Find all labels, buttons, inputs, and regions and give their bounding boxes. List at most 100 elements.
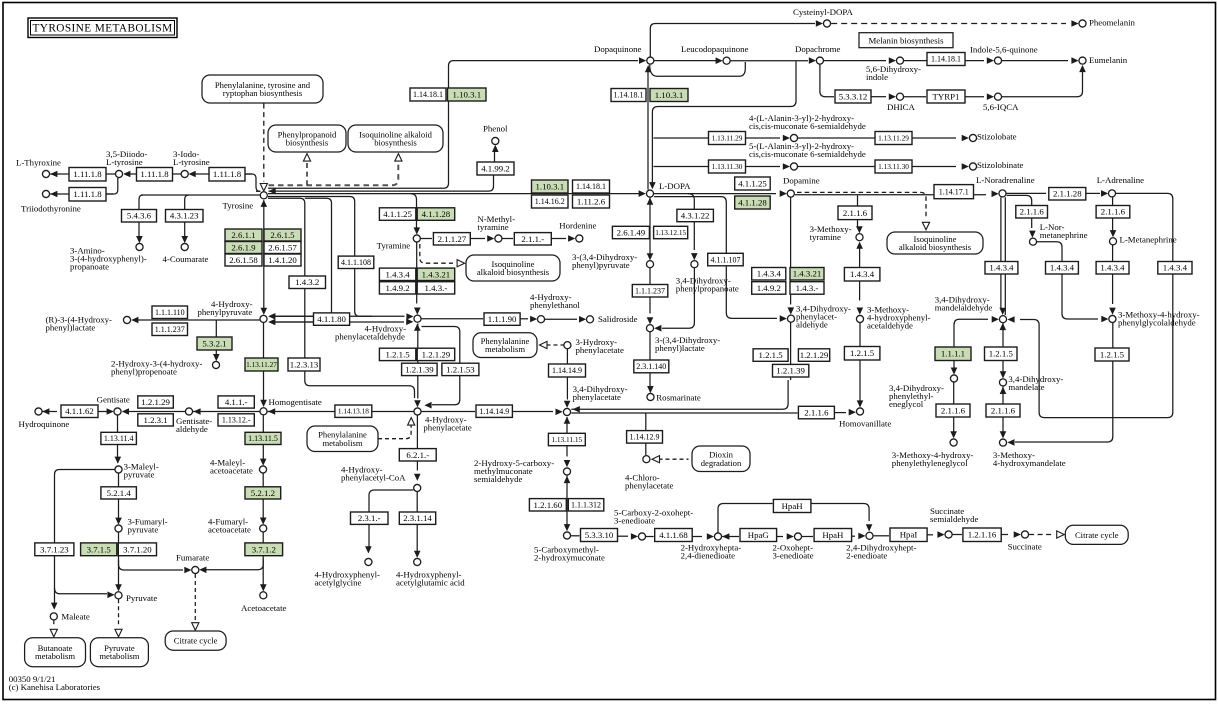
- svg-text:(c) Kanehisa Laboratories: (c) Kanehisa Laboratories: [9, 682, 101, 692]
- svg-text:5.3.3.10: 5.3.3.10: [585, 530, 614, 540]
- svg-text:(R)-3-(4-Hydroxy-: (R)-3-(4-Hydroxy-: [46, 315, 113, 325]
- svg-text:3,4-Dihydroxy-: 3,4-Dihydroxy-: [1008, 374, 1063, 384]
- svg-text:4-hydroxymandelate: 4-hydroxymandelate: [993, 458, 1066, 468]
- svg-text:2.3.1.-: 2.3.1.-: [358, 513, 381, 523]
- svg-text:methylmuconate: methylmuconate: [474, 466, 533, 476]
- svg-text:2-Hydroxyhepta-: 2-Hydroxyhepta-: [681, 543, 742, 553]
- svg-text:3-Fumaryl-: 3-Fumaryl-: [128, 517, 168, 527]
- svg-text:1.14.18.1: 1.14.18.1: [614, 91, 644, 100]
- svg-text:4-Hydroxy-: 4-Hydroxy-: [425, 415, 467, 425]
- svg-text:1.13.12.-: 1.13.12.-: [222, 416, 251, 425]
- svg-text:Pyruvate: Pyruvate: [126, 593, 157, 603]
- svg-text:1.2.1.60: 1.2.1.60: [534, 500, 563, 510]
- svg-text:1.2.3.13: 1.2.3.13: [290, 360, 319, 370]
- svg-text:4.1.1.80: 4.1.1.80: [317, 314, 346, 324]
- svg-text:2.1.1.-: 2.1.1.-: [521, 234, 544, 244]
- svg-text:phenylpropanoate: phenylpropanoate: [676, 283, 739, 293]
- svg-text:1.13.11.4: 1.13.11.4: [104, 434, 134, 443]
- svg-text:1.2.1.39: 1.2.1.39: [405, 364, 434, 374]
- svg-text:Succinate: Succinate: [930, 506, 964, 516]
- svg-text:Cysteinyl-DOPA: Cysteinyl-DOPA: [793, 7, 853, 17]
- svg-text:Phenol: Phenol: [483, 124, 508, 134]
- svg-text:3-enedioate: 3-enedioate: [773, 551, 814, 561]
- svg-text:1.11.2.6: 1.11.2.6: [577, 197, 606, 207]
- svg-text:5-Carboxy-2-oxohept-: 5-Carboxy-2-oxohept-: [614, 508, 693, 518]
- svg-text:phenyl)propenoate: phenyl)propenoate: [111, 366, 177, 376]
- svg-text:mandelaldehyde: mandelaldehyde: [935, 303, 993, 313]
- svg-text:HpaG: HpaG: [748, 530, 770, 540]
- svg-text:Stizolobate: Stizolobate: [977, 132, 1017, 142]
- svg-text:L-Nor-: L-Nor-: [1040, 222, 1065, 232]
- svg-text:2.1.1.6: 2.1.1.6: [804, 408, 829, 418]
- svg-text:Phenylpropanoid: Phenylpropanoid: [278, 129, 337, 139]
- svg-text:4.1.1.62: 4.1.1.62: [65, 406, 94, 416]
- svg-text:Eumelanin: Eumelanin: [1089, 55, 1128, 65]
- svg-text:ryptophan biosynthesis: ryptophan biosynthesis: [223, 88, 303, 98]
- svg-text:Rosmarinate: Rosmarinate: [656, 393, 701, 403]
- svg-text:1.2.1.5: 1.2.1.5: [989, 349, 1014, 359]
- svg-text:1.13.11.29: 1.13.11.29: [878, 134, 909, 143]
- svg-text:Homovanillate: Homovanillate: [839, 418, 891, 428]
- svg-text:2-hydroxymuconate: 2-hydroxymuconate: [534, 553, 605, 563]
- svg-text:3-Hydroxy-: 3-Hydroxy-: [576, 337, 618, 347]
- svg-text:phenylpyruvate: phenylpyruvate: [198, 307, 253, 317]
- svg-text:4.3.1.22: 4.3.1.22: [681, 211, 710, 221]
- svg-text:4-Hydroxy-: 4-Hydroxy-: [341, 464, 383, 474]
- svg-text:5.2.1.2: 5.2.1.2: [251, 488, 275, 498]
- svg-text:Pheomelanin: Pheomelanin: [1089, 17, 1136, 27]
- svg-text:Triiodothyronine: Triiodothyronine: [21, 204, 81, 214]
- svg-text:3,4-Dihydroxy-: 3,4-Dihydroxy-: [573, 384, 628, 394]
- svg-text:4-hydroxyphenyl-: 4-hydroxyphenyl-: [867, 312, 931, 322]
- svg-text:Dopachrome: Dopachrome: [795, 44, 841, 54]
- svg-text:metanephrine: metanephrine: [1040, 230, 1088, 240]
- svg-text:2.3.1.140: 2.3.1.140: [636, 362, 666, 371]
- svg-text:2,4-dienedioate: 2,4-dienedioate: [681, 551, 736, 561]
- svg-text:2.6.1.49: 2.6.1.49: [617, 228, 646, 238]
- svg-text:Indole-5,6-quinone: Indole-5,6-quinone: [970, 44, 1038, 54]
- svg-text:1.10.3.1: 1.10.3.1: [453, 90, 482, 100]
- svg-text:2-enedioate: 2-enedioate: [846, 551, 887, 561]
- svg-text:4.1.99.2: 4.1.99.2: [481, 164, 510, 174]
- svg-text:Isoquinoline: Isoquinoline: [914, 234, 957, 244]
- svg-text:Dioxin: Dioxin: [709, 450, 734, 460]
- svg-text:1.4.3.4: 1.4.3.4: [1163, 263, 1188, 273]
- svg-text:2.1.1.6: 2.1.1.6: [1020, 207, 1045, 217]
- svg-text:Homogentisate: Homogentisate: [269, 397, 322, 407]
- svg-text:1.4.3.4: 1.4.3.4: [757, 269, 782, 279]
- svg-text:pyruvate: pyruvate: [128, 525, 159, 535]
- svg-text:L-Metanephrine: L-Metanephrine: [1120, 234, 1177, 244]
- svg-text:Acetoacetate: Acetoacetate: [241, 603, 287, 613]
- svg-text:Fumarate: Fumarate: [176, 552, 209, 562]
- svg-text:2,4-Dihydroxyhept-: 2,4-Dihydroxyhept-: [846, 543, 916, 553]
- svg-text:1.4.3.21: 1.4.3.21: [422, 269, 451, 279]
- svg-text:Dopamine: Dopamine: [783, 176, 820, 186]
- svg-text:3,4-Dihydroxy-: 3,4-Dihydroxy-: [889, 383, 944, 393]
- svg-text:1.11.1.8: 1.11.1.8: [73, 169, 102, 179]
- svg-text:3-Methoxy-: 3-Methoxy-: [810, 224, 852, 234]
- svg-text:HpaI: HpaI: [900, 530, 918, 540]
- svg-text:biosynthesis: biosynthesis: [374, 138, 417, 148]
- svg-text:phenylacetyl-CoA: phenylacetyl-CoA: [341, 472, 406, 482]
- svg-text:3,5-Diiodo-: 3,5-Diiodo-: [106, 149, 147, 159]
- svg-text:1.1.1.237: 1.1.1.237: [635, 287, 665, 296]
- svg-text:acetylglutamic acid: acetylglutamic acid: [396, 577, 465, 587]
- svg-text:Leucodopaquinone: Leucodopaquinone: [681, 44, 749, 54]
- svg-text:3.7.1.2: 3.7.1.2: [252, 544, 276, 554]
- svg-text:Isoquinoline alkaloid: Isoquinoline alkaloid: [359, 129, 432, 139]
- svg-text:1.4.3.21: 1.4.3.21: [793, 269, 822, 279]
- svg-text:Pyruvate: Pyruvate: [104, 643, 135, 653]
- svg-text:1.1.1.1: 1.1.1.1: [941, 349, 965, 359]
- svg-text:5,6-IQCA: 5,6-IQCA: [983, 102, 1019, 112]
- svg-text:4-(L-Alanin-3-yl)-2-hydroxy-: 4-(L-Alanin-3-yl)-2-hydroxy-: [749, 113, 854, 123]
- svg-text:1.4.3.4: 1.4.3.4: [1100, 263, 1125, 273]
- svg-text:3.7.1.20: 3.7.1.20: [123, 544, 152, 554]
- svg-text:metabolism: metabolism: [99, 651, 139, 661]
- svg-text:2.1.1.27: 2.1.1.27: [438, 234, 467, 244]
- svg-text:L-Noradrenaline: L-Noradrenaline: [976, 175, 1035, 185]
- svg-text:1.13.11.30: 1.13.11.30: [878, 162, 909, 171]
- svg-text:L-tyrosine: L-tyrosine: [173, 157, 210, 167]
- svg-text:degradation: degradation: [701, 458, 742, 468]
- svg-text:1.4.3.4: 1.4.3.4: [989, 263, 1014, 273]
- svg-text:1.11.1.8: 1.11.1.8: [73, 189, 102, 199]
- svg-text:Tyramine: Tyramine: [377, 241, 411, 251]
